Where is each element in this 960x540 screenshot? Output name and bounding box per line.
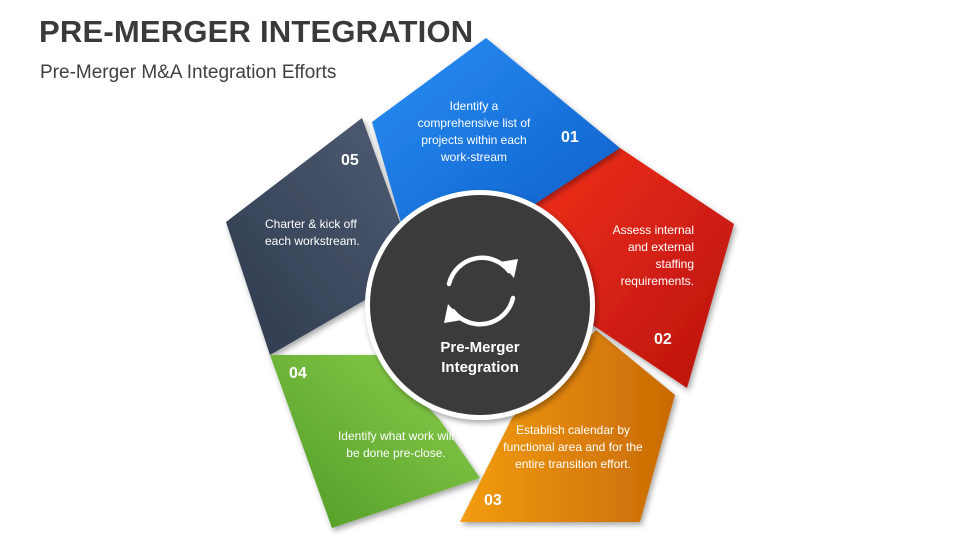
page-title: PRE-MERGER INTEGRATION <box>39 14 474 49</box>
segment-03-text: Establish calendar by functional area an… <box>503 423 643 471</box>
segment-01-text: Identify a comprehensive list of project… <box>417 99 531 164</box>
segment-05-text: Charter & kick off each workstream. <box>265 217 360 248</box>
segment-02 <box>530 148 734 388</box>
segment-03 <box>460 330 675 522</box>
segment-03-number: 03 <box>484 492 502 509</box>
segment-05-number: 05 <box>341 152 359 169</box>
segment-02-number: 02 <box>654 331 672 348</box>
center-circle <box>370 195 590 415</box>
segment-02-text: Assess internal and external staffing re… <box>612 223 694 288</box>
refresh-cycle-icon <box>444 255 518 327</box>
segment-01 <box>372 38 620 226</box>
segment-01-number: 01 <box>561 129 579 146</box>
segment-04-number: 04 <box>289 365 307 382</box>
segment-05 <box>226 118 402 355</box>
center-label: Pre-Merger Integration <box>440 339 520 376</box>
segment-04-text: Identify what work will be done pre-clos… <box>337 429 455 460</box>
segment-04 <box>270 355 480 528</box>
page-subtitle: Pre-Merger M&A Integration Efforts <box>40 62 337 83</box>
